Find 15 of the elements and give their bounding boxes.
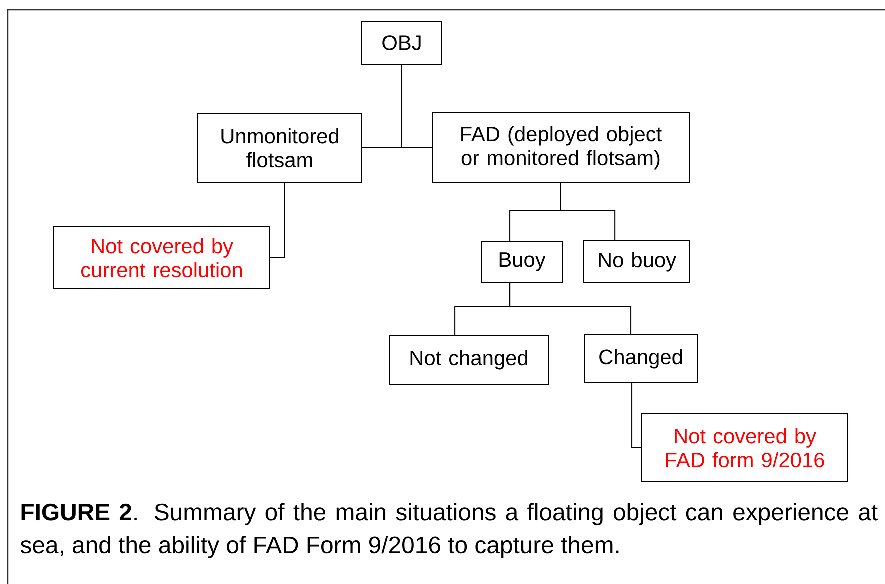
note-box: Not covered by FAD form 9/2016 [642,414,848,482]
connector [402,64,432,148]
note-box: Not covered by current resolution [54,226,270,290]
process-box: Not changed [389,335,549,385]
connector [270,182,286,258]
connector [560,183,616,241]
figure-caption: FIGURE 2. Summary of the main situations a floating object can experience at sea, and the ability of FAD Form 9/2016 to capture them. [20,503,878,558]
process-box: OBJ [362,21,442,65]
connector [510,282,632,335]
process-box: Unmonitored flotsam [198,113,362,183]
process-box: FAD (deployed object or monitored flotsam) [432,112,690,184]
connector [632,383,642,448]
process-box: No buoy [584,240,690,284]
process-box: Changed [584,334,698,384]
process-box: Buoy [481,241,563,283]
